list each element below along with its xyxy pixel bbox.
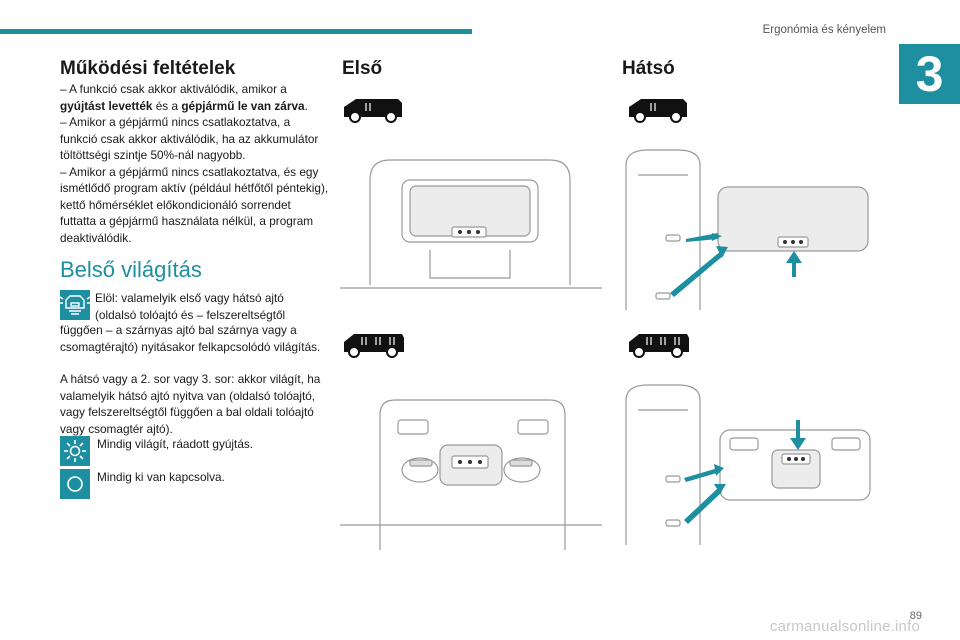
rear-column-title: Hátsó [622, 58, 675, 79]
conditions-title: Működési feltételek [60, 58, 236, 79]
van-short-icon [340, 95, 406, 123]
door-mode-icon [60, 290, 90, 320]
conditions-text: – A funkció csak akkor aktiválódik, amik… [60, 81, 330, 246]
always-on-icon [60, 436, 90, 466]
van-long-icon [625, 330, 691, 358]
chapter-tab: 3 [899, 44, 960, 104]
watermark: carmanualsonline.info [769, 618, 920, 635]
rear-light-illustration [618, 145, 880, 315]
front-dome-light-long-illustration [340, 390, 602, 552]
condition-item: – A funkció csak akkor aktiválódik, amik… [60, 82, 308, 113]
van-short-icon [625, 95, 691, 123]
always-off-text: Mindig ki van kapcsolva. [97, 470, 225, 484]
running-head: Ergonómia és kényelem [762, 24, 886, 36]
header-accent-bar [0, 29, 472, 34]
condition-item: – Amikor a gépjármű nincs csatlakoztatva… [60, 115, 319, 162]
van-long-icon [340, 330, 406, 358]
front-column-title: Első [342, 58, 383, 79]
door-mode-rear-text: A hátsó vagy a 2. sor vagy 3. sor: akkor… [60, 372, 321, 436]
front-dome-light-illustration [340, 150, 602, 290]
door-mode-text-cont: függően – a szárnyas ajtó bal szárnya va… [60, 323, 321, 354]
always-on-text: Mindig világít, ráadott gyújtás. [97, 437, 254, 451]
rear-light-long-illustration [618, 380, 880, 550]
interior-lighting-title: Belső világítás [60, 257, 202, 282]
door-mode-text: Elöl: valamelyik első vagy hátsó ajtó (o… [95, 291, 286, 322]
condition-item: – Amikor a gépjármű nincs csatlakoztatva… [60, 164, 329, 245]
page-number: 89 [909, 610, 922, 622]
always-off-icon [60, 469, 90, 499]
